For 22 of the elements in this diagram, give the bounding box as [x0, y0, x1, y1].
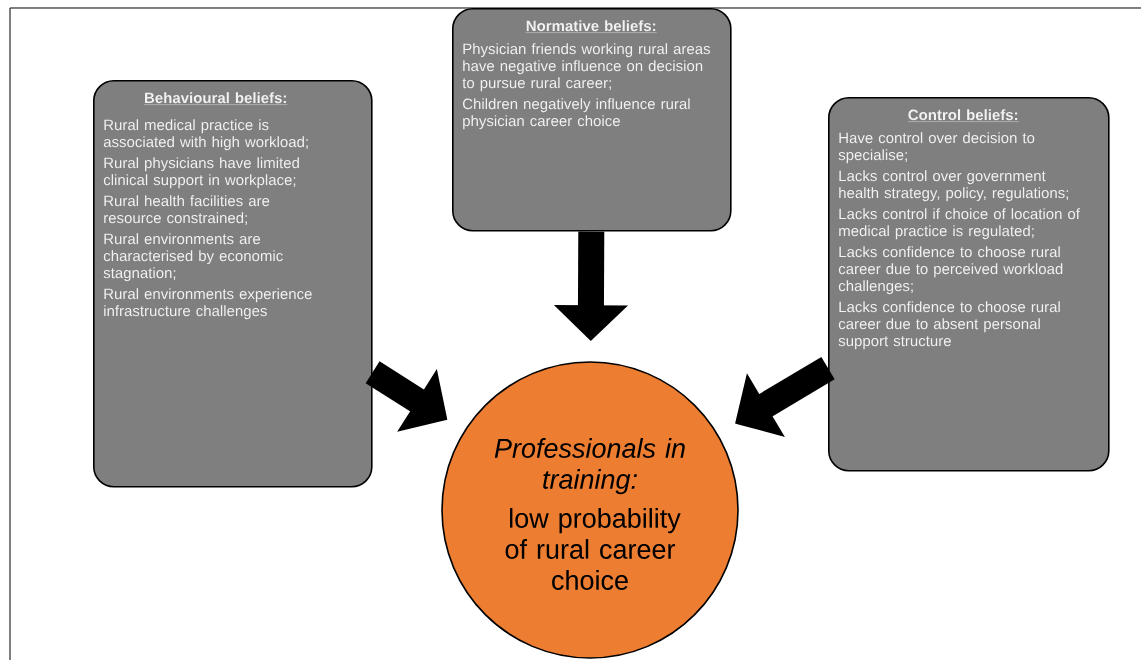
belief-box: [828, 97, 1110, 472]
belief-box: [93, 80, 373, 488]
box-heading: Behavioural beliefs:: [143, 92, 288, 105]
belief-text: Rural medical practice is associated with high workload;: [103, 119, 308, 151]
circle-text: Professionals in training:: [494, 438, 685, 495]
belief-text: Physician friends working rural areas have negative influence on decision to pursue rural career;: [462, 43, 711, 92]
belief-text: Lacks confidence to choose rural career due to absent personal support structure: [838, 301, 1060, 350]
belief-text: Lacks control over government health strategy, policy, regulations;: [839, 170, 1069, 202]
box-heading: Normative beliefs:: [525, 20, 657, 33]
belief-text: Rural physicians have limited clinical support in workplace;: [103, 157, 299, 189]
box-heading: Control beliefs:: [907, 109, 1019, 122]
belief-text: Lacks control if choice of location of medical practice is regulated;: [839, 208, 1080, 240]
belief-text: Lacks confidence to choose rural career due to perceived workload challenges;: [838, 246, 1063, 295]
belief-text: Children negatively influence rural physician career choice: [462, 98, 690, 130]
block-arrow: [735, 356, 835, 437]
circle-text: low probability of rural career choice: [505, 508, 681, 590]
belief-text: Rural environments experience infrastructure challenges: [104, 288, 312, 320]
belief-text: Have control over decision to specialise;: [838, 132, 1035, 164]
belief-text: Rural health facilities are resource constrained;: [104, 195, 270, 225]
result-circle: [441, 361, 739, 659]
belief-text: Rural environments are characterised by economic stagnation;: [103, 233, 283, 282]
belief-box: [452, 8, 732, 232]
